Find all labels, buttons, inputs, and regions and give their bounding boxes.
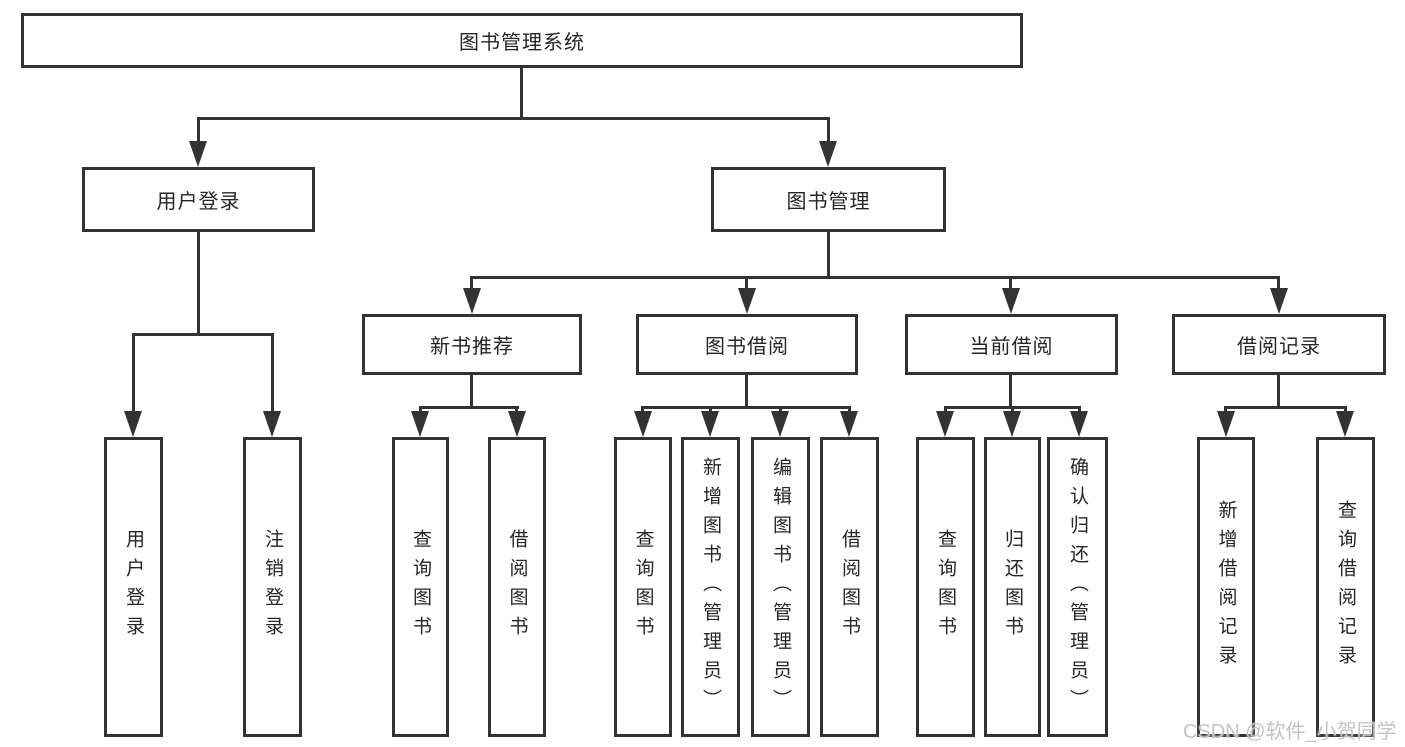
connector-arrowhead xyxy=(819,141,837,167)
node-borrowing-records: 借阅记录 xyxy=(1172,314,1386,375)
leaf-cb-return-books-label: 归还图书 xyxy=(1002,529,1023,645)
connector-line xyxy=(1011,406,1014,415)
leaf-br-add-record-label: 新增借阅记录 xyxy=(1215,500,1237,674)
leaf-logout-label: 注销登录 xyxy=(262,529,283,645)
node-book-management: 图书管理 xyxy=(711,167,946,232)
connector-arrowhead xyxy=(771,411,789,437)
leaf-cb-confirm-return-admin: 确认归还（管理员） xyxy=(1047,437,1108,737)
connector-arrowhead xyxy=(936,411,954,437)
connector-line xyxy=(419,406,519,409)
connector-line xyxy=(132,333,274,336)
leaf-bb-query-books-label: 查询图书 xyxy=(632,529,654,645)
leaf-bb-edit-books-admin: 编辑图书（管理员） xyxy=(751,437,810,737)
leaf-logout: 注销登录 xyxy=(243,437,302,737)
connector-arrowhead xyxy=(738,288,756,314)
connector-line xyxy=(1277,276,1280,292)
connector-line xyxy=(271,333,274,415)
connector-line xyxy=(745,276,748,292)
connector-line xyxy=(1009,276,1012,292)
leaf-br-query-record-label: 查询借阅记录 xyxy=(1335,500,1356,674)
connector-line xyxy=(1009,373,1012,409)
leaf-user-login-label: 用户登录 xyxy=(123,529,144,645)
connector-line xyxy=(641,406,851,409)
leaf-bb-add-books-admin: 新增图书（管理员） xyxy=(681,437,740,737)
connector-arrowhead xyxy=(263,411,281,437)
connector-line xyxy=(641,406,644,415)
leaf-cb-return-books: 归还图书 xyxy=(984,437,1041,737)
connector-arrowhead xyxy=(1336,411,1354,437)
connector-line xyxy=(419,406,422,415)
leaf-br-query-record: 查询借阅记录 xyxy=(1316,437,1375,737)
connector-arrowhead xyxy=(1003,411,1021,437)
connector-arrowhead xyxy=(1002,288,1020,314)
connector-arrowhead xyxy=(189,141,207,167)
leaf-bb-borrow-books-label: 借阅图书 xyxy=(839,529,860,645)
node-book-borrowing-label: 图书借阅 xyxy=(705,336,789,358)
connector-line xyxy=(779,406,782,415)
connector-arrowhead xyxy=(508,411,526,437)
connector-line xyxy=(1224,406,1227,415)
node-user-login: 用户登录 xyxy=(82,167,315,232)
node-root: 图书管理系统 xyxy=(21,13,1023,68)
node-current-borrowing-label: 当前借阅 xyxy=(969,336,1054,358)
leaf-user-login: 用户登录 xyxy=(104,437,163,737)
connector-arrowhead xyxy=(840,411,858,437)
connector-line xyxy=(1277,373,1280,409)
connector-line xyxy=(197,230,200,335)
connector-arrowhead xyxy=(463,288,481,314)
leaf-bb-query-books: 查询图书 xyxy=(614,437,672,737)
connector-line xyxy=(1224,406,1347,409)
connector-line xyxy=(197,117,830,120)
connector-line xyxy=(470,276,473,292)
leaf-bb-borrow-books: 借阅图书 xyxy=(820,437,879,737)
connector-arrowhead xyxy=(411,411,429,437)
leaf-cb-query-books-label: 查询图书 xyxy=(935,529,956,645)
node-borrowing-records-label: 借阅记录 xyxy=(1237,336,1321,358)
leaf-nbr-query-books-label: 查询图书 xyxy=(410,529,431,645)
connector-line xyxy=(470,276,1280,279)
connector-arrowhead xyxy=(1217,411,1235,437)
node-new-book-recommend-label: 新书推荐 xyxy=(430,336,514,358)
node-book-management-label: 图书管理 xyxy=(786,191,871,213)
connector-line xyxy=(848,406,851,415)
connector-arrowhead xyxy=(124,411,142,437)
node-user-login-label: 用户登录 xyxy=(156,191,241,213)
node-new-book-recommend: 新书推荐 xyxy=(362,314,582,375)
connector-line xyxy=(709,406,712,415)
connector-line xyxy=(827,230,830,279)
connector-arrowhead xyxy=(1070,411,1088,437)
connector-line xyxy=(470,373,473,409)
leaf-br-add-record: 新增借阅记录 xyxy=(1197,437,1255,737)
leaf-nbr-query-books: 查询图书 xyxy=(392,437,449,737)
connector-arrowhead xyxy=(701,411,719,437)
leaf-bb-edit-books-admin-label: 编辑图书（管理员） xyxy=(770,456,791,718)
connector-line xyxy=(515,406,518,415)
leaf-nbr-borrow-books: 借阅图书 xyxy=(488,437,546,737)
connector-line xyxy=(745,373,748,409)
node-book-borrowing: 图书借阅 xyxy=(636,314,858,375)
node-root-label: 图书管理系统 xyxy=(459,32,585,54)
connector-line xyxy=(197,117,200,147)
connector-line xyxy=(827,117,830,147)
csdn-watermark: CSDN @软件_小贺同学 xyxy=(1183,721,1397,743)
leaf-cb-confirm-return-admin-label: 确认归还（管理员） xyxy=(1067,456,1088,718)
connector-line xyxy=(1078,406,1081,415)
connector-line xyxy=(944,406,947,415)
leaf-bb-add-books-admin-label: 新增图书（管理员） xyxy=(700,456,721,718)
leaf-cb-query-books: 查询图书 xyxy=(916,437,975,737)
connector-line xyxy=(520,66,523,120)
leaf-nbr-borrow-books-label: 借阅图书 xyxy=(506,529,528,645)
connector-line xyxy=(132,333,135,415)
connector-arrowhead xyxy=(1270,288,1288,314)
connector-arrowhead xyxy=(634,411,652,437)
connector-line xyxy=(1344,406,1347,415)
node-current-borrowing: 当前借阅 xyxy=(905,314,1118,375)
